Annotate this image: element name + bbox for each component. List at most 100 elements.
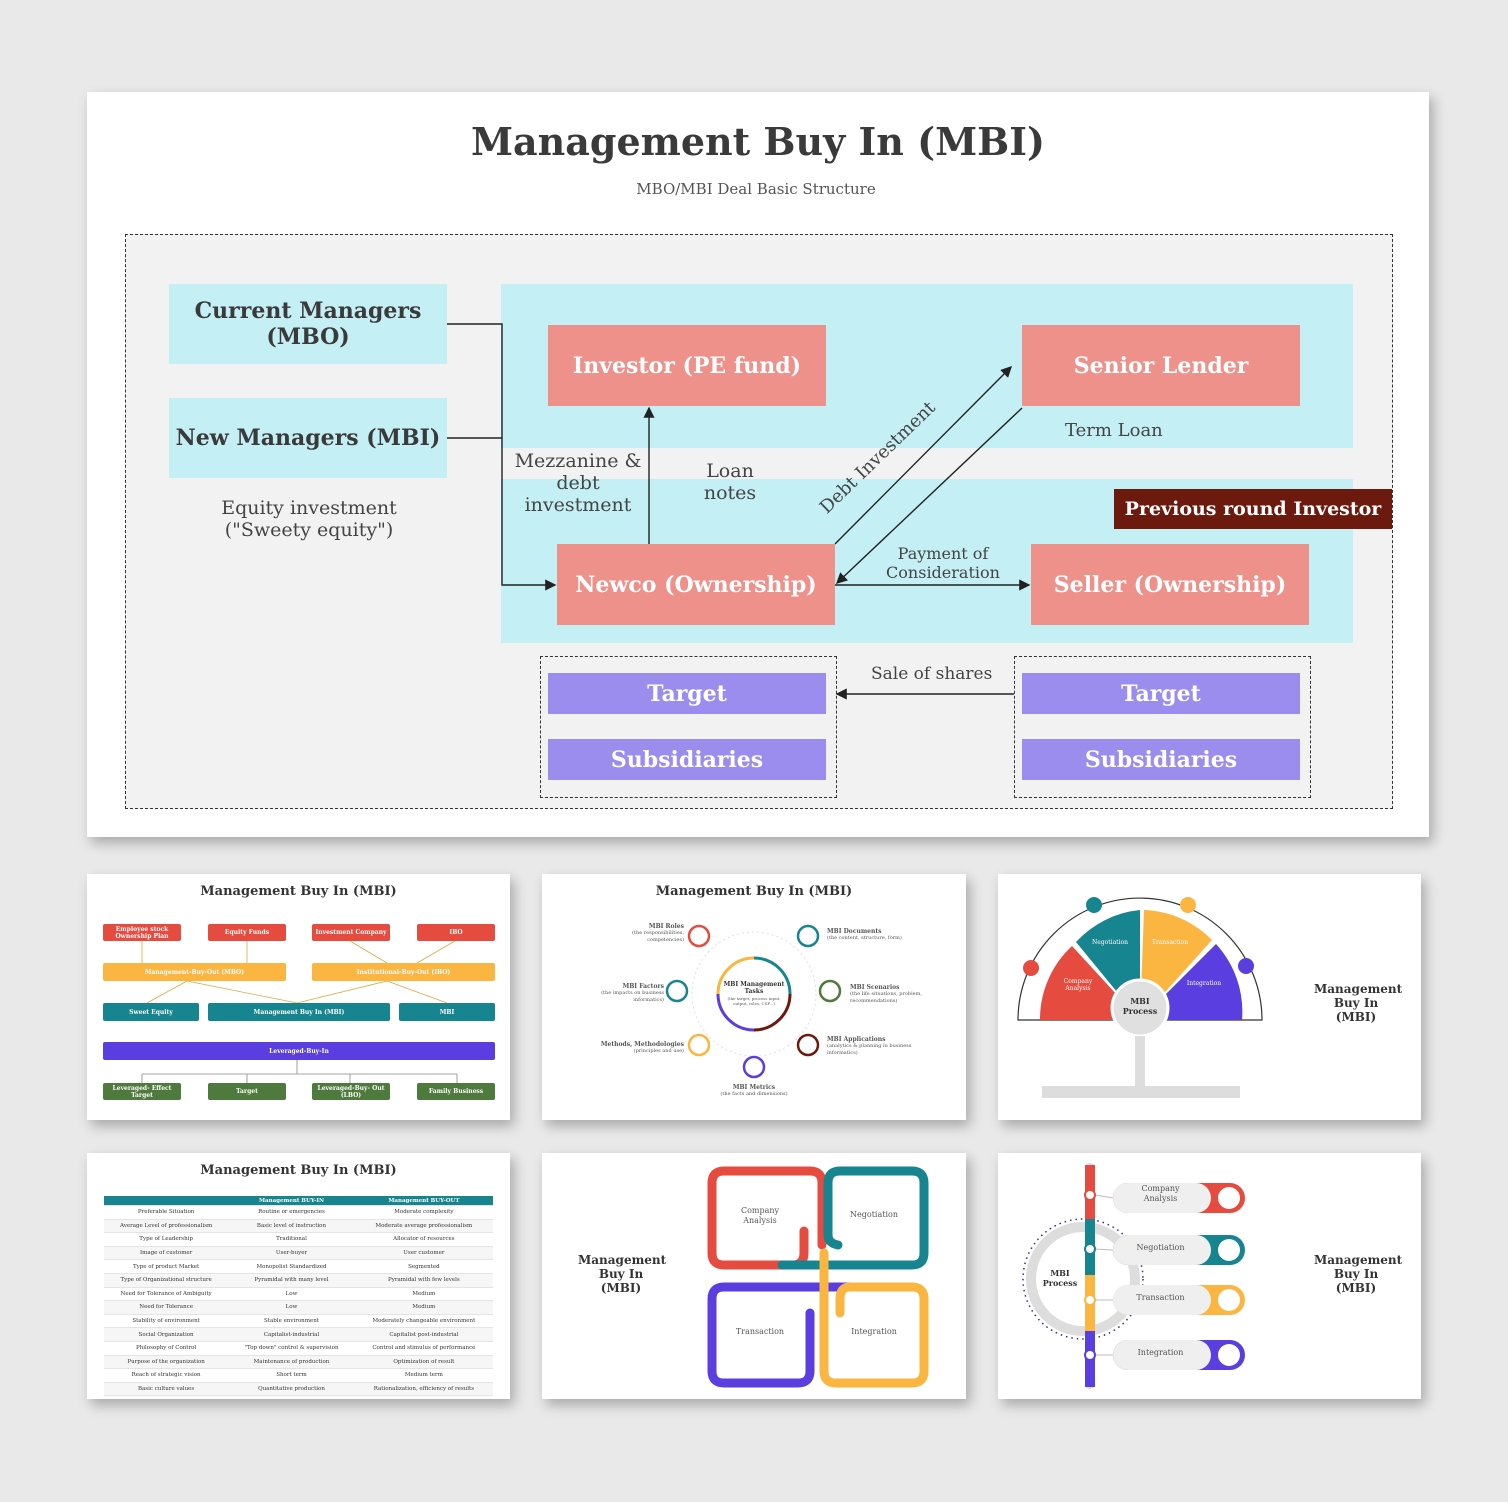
thumb1-mbi-center: Management Buy In (MBI) <box>208 1003 390 1021</box>
table-cell: Type of Leadership <box>104 1232 229 1247</box>
thumb-slide-hierarchy[interactable]: Management Buy In (MBI) Employee stock O… <box>87 874 510 1120</box>
table-header <box>104 1196 229 1206</box>
thumb2-item-scenarios: MBI Scenarios(the life situations, probl… <box>850 984 922 1004</box>
thumb2-item-documents: MBI Documents(the content, structure, fo… <box>827 928 902 941</box>
thumb1-mbi: MBI <box>399 1003 495 1021</box>
table-cell: Need for Tolerance <box>104 1300 229 1315</box>
thumb5-loop-negotiation: Negotiation <box>850 1210 898 1219</box>
connector-lines <box>447 323 1031 700</box>
investor-box: Investor (PE fund) <box>548 325 826 406</box>
previous-round-investor-box: Previous round Investor <box>1114 489 1392 529</box>
subsidiaries-right-box: Subsidiaries <box>1022 739 1300 780</box>
mezzanine-label: Mezzanine & debt investment <box>514 450 642 516</box>
table-header: Management BUY-OUT <box>354 1196 493 1206</box>
table-row: Philosophy of Control"Top down" control … <box>104 1341 493 1356</box>
senior-lender-box: Senior Lender <box>1022 325 1300 406</box>
thumb1-lbo: Leveraged-Buy- Out (LBO) <box>312 1083 390 1100</box>
thumb6-step-negotiation: Negotiation <box>1136 1243 1185 1252</box>
subsidiaries-left-box: Subsidiaries <box>548 739 826 780</box>
thumb-slide-semicircle[interactable]: Company Analysis Negotiation Transaction… <box>998 874 1421 1120</box>
thumb6-timeline <box>1022 1163 1245 1389</box>
table-cell: Reach of strategic vision <box>104 1368 229 1383</box>
thumb3-side-title: Management Buy In (MBI) <box>1314 982 1403 1024</box>
table-cell: Pyramidal with few levels <box>354 1273 493 1288</box>
thumb-slide-loops[interactable]: Management Buy In (MBI) Company Analysis… <box>542 1153 966 1399</box>
thumb3-seg-negotiation: Negotiation <box>1092 939 1128 946</box>
table-cell: Traditional <box>228 1232 355 1247</box>
table-cell: Moderate complexity <box>354 1205 493 1220</box>
thumb1-connectors <box>141 940 458 1083</box>
thumb3-seg-company: Company Analysis <box>1063 978 1093 992</box>
left-target-group <box>540 656 837 798</box>
table-cell: Stability of environment <box>104 1314 229 1329</box>
table-cell: Social Organization <box>104 1327 229 1342</box>
table-cell: Monopolist Standardized <box>228 1259 355 1274</box>
table-cell: Preferable Situation <box>104 1205 229 1220</box>
table-cell: Control and stimulus of performance <box>354 1341 493 1356</box>
term-loan-label: Term Loan <box>1065 420 1163 441</box>
table-cell: Type of Organizational structure <box>104 1273 229 1288</box>
thumb5-loop-integration: Integration <box>851 1327 897 1336</box>
thumb5-loop-company: Company Analysis <box>740 1206 780 1225</box>
thumb1-target: Target <box>208 1083 286 1100</box>
table-cell: Need for Tolerance of Ambiguity <box>104 1287 229 1302</box>
thumb5-loops <box>707 1166 929 1388</box>
table-cell: Low <box>228 1287 355 1302</box>
thumb-slide-tasks[interactable]: Management Buy In (MBI) MBI Management T… <box>542 874 966 1120</box>
thumb-slide-timeline[interactable]: MBI Process Company Analysis Negotiation… <box>998 1153 1421 1399</box>
table-cell: Image of customer <box>104 1246 229 1261</box>
thumb6-step-company: Company Analysis <box>1141 1184 1180 1203</box>
thumb5-loop-transaction: Transaction <box>735 1327 785 1336</box>
thumb1-ibo: IBO <box>417 924 495 941</box>
table-cell: Average Level of professionalism <box>104 1219 229 1234</box>
table-cell: Moderately changeable environment <box>354 1314 493 1329</box>
table-cell: Maintenance of production <box>228 1355 355 1370</box>
table-cell: Capitalist-industrial <box>228 1327 355 1342</box>
thumb6-center: MBI Process <box>1042 1268 1078 1288</box>
table-cell: Allocator of resources <box>354 1232 493 1247</box>
thumb2-title: Management Buy In (MBI) <box>655 884 853 899</box>
table-cell: Medium <box>354 1300 493 1315</box>
thumb2-ring <box>665 924 842 1079</box>
main-slide[interactable]: Management Buy In (MBI) MBO/MBI Deal Bas… <box>87 92 1429 837</box>
table-cell: Capitalist post-industrial <box>354 1327 493 1342</box>
table-cell: Segmented <box>354 1259 493 1274</box>
thumb1-title: Management Buy In (MBI) <box>200 884 397 899</box>
table-cell: Short term <box>228 1368 355 1383</box>
thumb2-center-sub: (the target, process input, output, role… <box>727 996 781 1006</box>
thumb1-institutional: Institutional-Buy-Out (IBO) <box>312 963 495 981</box>
thumb3-seg-transaction: Transaction <box>1151 939 1189 946</box>
thumb2-item-applications: MBI Applications(analytics & planning in… <box>827 1036 912 1056</box>
thumb2-item-roles: MBI Roles(the responsibilities, competen… <box>632 923 684 943</box>
table-cell: Basic level of instruction <box>228 1219 355 1234</box>
thumb1-investment-company: Investment Company <box>312 924 390 941</box>
table-cell: Routine or emergencies <box>228 1205 355 1220</box>
thumb1-sweet-equity: Sweet Equity <box>103 1003 199 1021</box>
current-managers-box: Current Managers (MBO) <box>169 284 447 364</box>
thumb3-seg-integration: Integration <box>1186 980 1222 987</box>
table-cell: Optimization of result <box>354 1355 493 1370</box>
thumb6-step-transaction: Transaction <box>1136 1293 1185 1302</box>
thumb-slide-table[interactable]: Management Buy In (MBI) Management BUY-I… <box>87 1153 510 1399</box>
newco-box: Newco (Ownership) <box>557 544 835 625</box>
table-cell: Philosophy of Control <box>104 1341 229 1356</box>
thumb1-leveraged-buy-in: Leveraged-Buy-In <box>103 1042 495 1060</box>
table-cell: User customer <box>354 1246 493 1261</box>
table-cell: Low <box>228 1300 355 1315</box>
thumb4-comparison-table: Management BUY-IN Management BUY-OUT Pre… <box>104 1196 493 1397</box>
table-header: Management BUY-IN <box>228 1196 355 1206</box>
right-target-group <box>1014 656 1311 798</box>
table-cell: Pyramidal with many level <box>228 1273 355 1288</box>
loan-notes-label: Loan notes <box>703 460 757 504</box>
